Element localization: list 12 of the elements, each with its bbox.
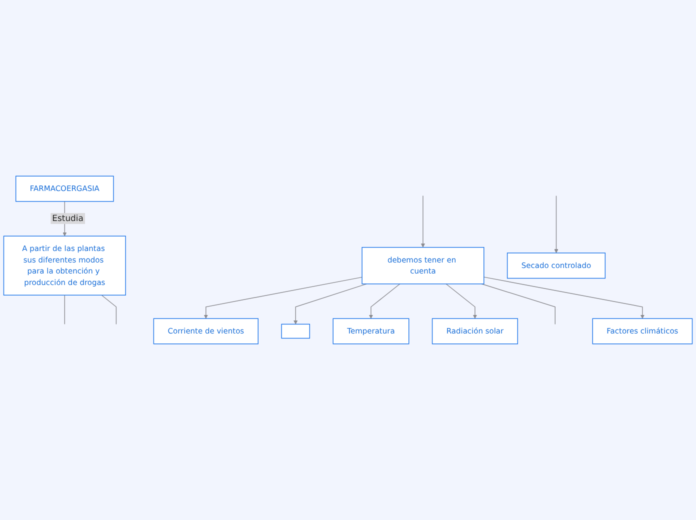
arrow — [204, 276, 362, 319]
edge-label: Estudia — [52, 214, 84, 224]
node-box — [281, 324, 310, 339]
arrow — [446, 284, 478, 319]
arrow — [554, 195, 558, 254]
arrow — [420, 195, 426, 248]
arrow — [294, 284, 367, 324]
arrow — [484, 276, 644, 319]
connector — [64, 294, 66, 325]
connector — [481, 284, 556, 325]
arrow — [368, 284, 400, 319]
connector — [101, 294, 117, 325]
